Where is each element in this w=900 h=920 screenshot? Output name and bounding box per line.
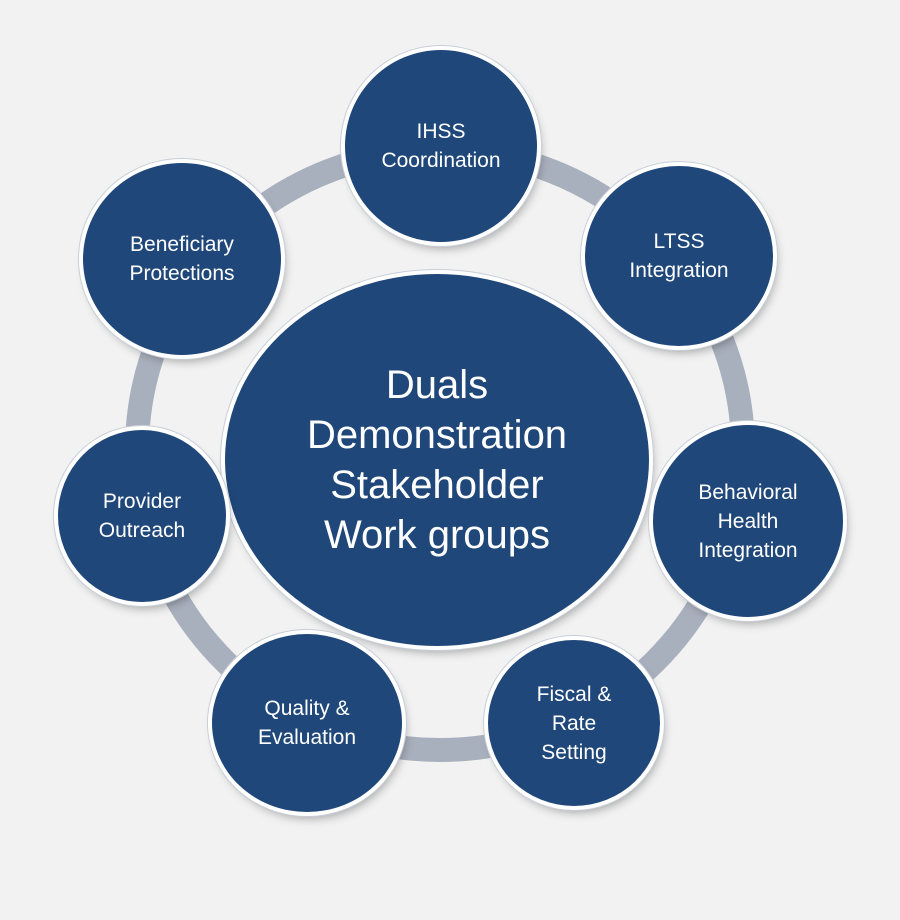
node-ihss-coordination: IHSS Coordination (345, 50, 537, 242)
node-fiscal-rate-setting: Fiscal & Rate Setting (488, 640, 660, 806)
node-beneficiary-protections-label: Beneficiary Protections (129, 233, 235, 285)
node-provider-outreach: Provider Outreach (58, 430, 226, 602)
node-behavioral-health-integration: Behavioral Health Integration (653, 425, 843, 617)
center-node-label: Duals Demonstration Stakeholder Work gro… (306, 363, 568, 557)
node-quality-evaluation: Quality & Evaluation (212, 634, 402, 812)
node-fiscal-rate-setting-label: Fiscal & Rate Setting (536, 682, 612, 764)
node-ltss-integration-label: LTSS Integration (629, 230, 729, 282)
node-ltss-integration: LTSS Integration (585, 166, 773, 346)
node-quality-evaluation-label: Quality & Evaluation (257, 697, 357, 749)
node-behavioral-health-integration-label: Behavioral Health Integration (698, 480, 798, 562)
node-beneficiary-protections: Beneficiary Protections (83, 163, 281, 355)
node-ihss-coordination-label: IHSS Coordination (381, 120, 501, 172)
center-node: Duals Demonstration Stakeholder Work gro… (225, 274, 649, 646)
node-provider-outreach-label: Provider Outreach (98, 490, 186, 542)
